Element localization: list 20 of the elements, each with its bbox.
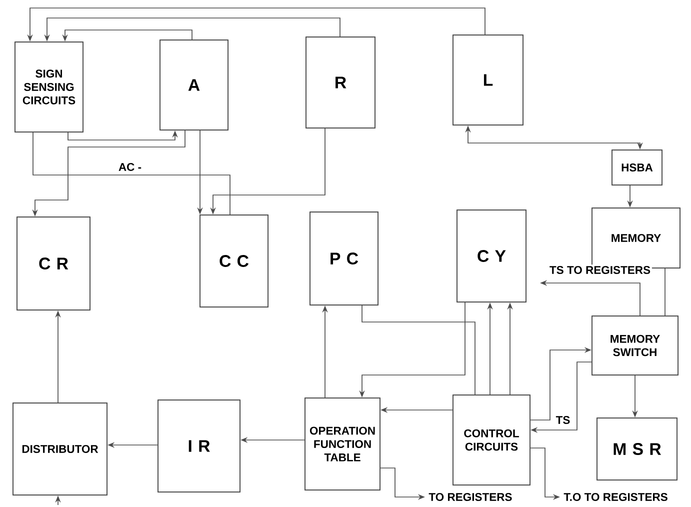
- block-box: A: [160, 40, 228, 130]
- edge-label: TO REGISTERS: [427, 492, 514, 502]
- block-box: P C: [310, 212, 378, 306]
- block-box: C Y: [456, 210, 526, 302]
- block-box: HSBA: [612, 150, 662, 186]
- block-box: R: [306, 36, 376, 128]
- block-box: CONTROL CIRCUITS: [452, 394, 530, 486]
- block-box: DISTRIBUTOR: [12, 402, 108, 496]
- block-box: I R: [158, 400, 240, 493]
- edge-label: TS: [554, 414, 572, 426]
- edge-label: T.O TO REGISTERS: [562, 492, 670, 502]
- block-box: C R: [16, 216, 90, 310]
- edge-label: AC -: [117, 162, 143, 172]
- block-box: C C: [200, 214, 268, 308]
- block-box: SIGN SENSING CIRCUITS: [14, 42, 84, 132]
- edge-label: TS TO REGISTERS: [548, 264, 652, 276]
- block-box: MEMORY SWITCH: [592, 316, 679, 376]
- block-box: OPERATION FUNCTION TABLE: [304, 398, 380, 490]
- block-box: M S R: [596, 418, 678, 480]
- block-box: L: [452, 34, 524, 126]
